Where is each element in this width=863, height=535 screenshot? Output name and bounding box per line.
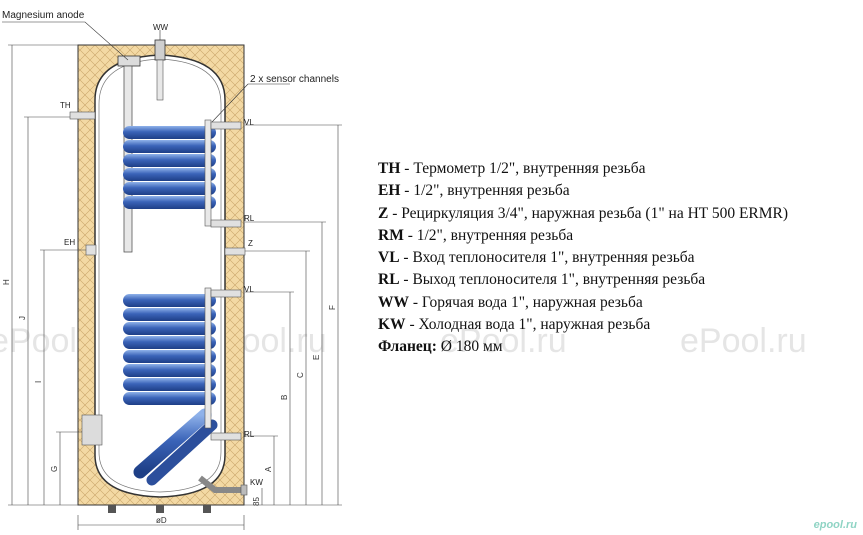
leader-lines xyxy=(2,21,290,123)
dim-c: C xyxy=(296,372,305,378)
label-eh: EH xyxy=(64,238,75,247)
dimension-diameter xyxy=(77,515,245,530)
dim-b: B xyxy=(280,395,289,400)
lower-coil xyxy=(123,287,242,486)
legend-row-z: Z - Рециркуляция 3/4", наружная резьба (… xyxy=(378,204,789,222)
dim-a: A xyxy=(264,466,273,472)
dim-85: 85 xyxy=(252,497,261,506)
dim-e: E xyxy=(312,355,321,360)
legend-row-rm: RM - 1/2", внутренняя резьба xyxy=(378,226,574,244)
side-connections xyxy=(69,111,248,496)
label-ww: WW xyxy=(153,23,169,32)
legend-row-rl: RL - Выход теплоносителя 1", внутренняя … xyxy=(378,271,706,289)
label-rl-top: RL xyxy=(244,214,255,223)
legend-row-kw: KW - Холодная вода 1", наружная резьба xyxy=(378,316,651,334)
dim-i: I xyxy=(34,381,43,383)
legend-row-th: TH - Термометр 1/2", внутренняя резьба xyxy=(378,160,646,177)
label-z: Z xyxy=(248,239,253,248)
watermark: ePool.ru xyxy=(680,322,807,360)
dim-h: H xyxy=(2,279,11,285)
label-kw: KW xyxy=(250,478,263,487)
dim-diameter: øD xyxy=(156,516,167,525)
legend-row-flange: Фланец: Ø 180 мм xyxy=(378,338,503,356)
label-vl-bottom: VL xyxy=(244,285,254,294)
dim-g: G xyxy=(50,466,59,472)
upper-coil xyxy=(123,119,242,228)
legend-row-ww: WW - Горячая вода 1", наружная резьба xyxy=(378,293,643,311)
watermark: ePool.ru xyxy=(440,322,567,360)
brand-logo: epool.ru xyxy=(813,519,857,531)
label-vl-top: VL xyxy=(244,118,254,127)
label-th: TH xyxy=(60,101,71,110)
legend-row-vl: VL - Вход теплоносителя 1", внутренняя р… xyxy=(378,249,695,267)
dimension-lines-left xyxy=(8,44,86,506)
label-magnesium-anode: Magnesium anode xyxy=(2,10,85,21)
dim-j: J xyxy=(18,316,27,320)
legend: TH - Термометр 1/2", внутренняя резьба E… xyxy=(378,158,863,359)
label-sensor-channels: 2 x sensor channels xyxy=(250,74,339,85)
legend-row-eh: EH - 1/2", внутренняя резьба xyxy=(378,182,570,200)
label-rl-bottom: RL xyxy=(244,430,255,439)
dimension-lines-right xyxy=(244,124,342,506)
dim-f: F xyxy=(328,305,337,310)
